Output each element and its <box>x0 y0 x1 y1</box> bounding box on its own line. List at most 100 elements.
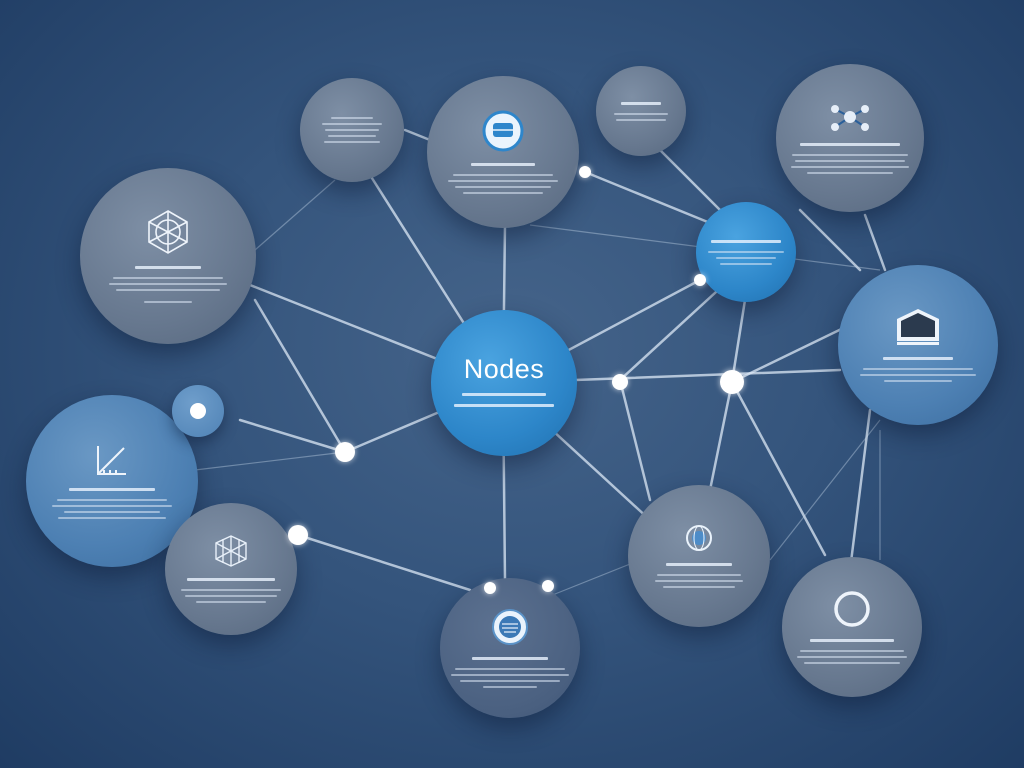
placeholder-heading <box>471 162 535 166</box>
node-bottom-right <box>782 557 922 697</box>
connector-dot <box>694 274 706 286</box>
status-badge <box>172 385 224 437</box>
node-top-small <box>596 66 686 156</box>
node-bottom-left <box>165 503 297 635</box>
placeholder-heading <box>69 487 155 491</box>
placeholder-text <box>328 135 376 137</box>
placeholder-text <box>462 392 546 396</box>
geodesic-sphere-icon <box>148 209 188 254</box>
link <box>583 170 717 227</box>
placeholder-text <box>463 191 543 194</box>
connector-dot <box>335 442 355 462</box>
link <box>708 380 734 492</box>
node-bottom-center <box>440 578 580 718</box>
placeholder-text <box>448 179 558 182</box>
placeholder-heading <box>711 239 781 243</box>
placeholder-text <box>720 262 772 265</box>
placeholder-text <box>185 594 277 597</box>
placeholder-text <box>792 153 908 156</box>
link <box>730 298 747 384</box>
placeholder-text <box>324 141 380 143</box>
placeholder-text <box>181 588 281 591</box>
connector-dot <box>542 580 554 592</box>
link <box>648 138 722 212</box>
node-top-left-small <box>300 78 404 182</box>
connector-dot <box>579 166 591 178</box>
link <box>253 298 347 454</box>
placeholder-text <box>325 129 379 131</box>
center-node-title: Nodes <box>463 353 545 384</box>
faint-link <box>769 419 881 561</box>
placeholder-heading <box>800 142 900 146</box>
cube-grid-icon <box>215 534 247 567</box>
globe-icon <box>686 524 712 551</box>
node-center: Nodes <box>431 310 577 456</box>
node-upper-right-highlight <box>696 202 796 302</box>
link <box>848 408 872 572</box>
placeholder-text <box>655 579 743 582</box>
link <box>296 533 472 592</box>
placeholder-text <box>113 276 223 279</box>
placeholder-heading <box>883 356 953 360</box>
placeholder-text <box>708 250 784 253</box>
placeholder-heading <box>135 265 201 269</box>
circuit-circle-icon <box>492 608 528 645</box>
connector-dot <box>612 374 628 390</box>
placeholder-heading <box>472 656 548 660</box>
node-top-right <box>776 64 924 212</box>
ring-icon <box>834 590 870 627</box>
connector-dot <box>720 370 744 394</box>
placeholder-text <box>483 685 537 688</box>
placeholder-text <box>453 173 553 176</box>
placeholder-text <box>144 300 192 303</box>
link <box>798 208 862 272</box>
server-box-icon <box>482 110 524 151</box>
placeholder-text <box>52 504 172 507</box>
node-right <box>838 265 998 425</box>
placeholder-text <box>797 655 907 658</box>
node-top-center <box>427 76 579 228</box>
badge-dot <box>190 403 206 419</box>
placeholder-text <box>331 117 373 119</box>
ruler-triangle-icon <box>97 445 126 475</box>
placeholder-text <box>791 165 909 168</box>
link <box>863 213 887 272</box>
placeholder-heading <box>621 101 661 105</box>
placeholder-text <box>57 498 167 501</box>
placeholder-text <box>884 379 952 382</box>
faint-link <box>254 179 336 251</box>
node-bottom-mid-right <box>628 485 770 627</box>
placeholder-text <box>657 573 741 576</box>
placeholder-text <box>616 118 666 121</box>
placeholder-text <box>116 288 220 291</box>
placeholder-text <box>58 516 166 519</box>
placeholder-text <box>451 673 569 676</box>
placeholder-text <box>663 585 735 588</box>
node-left <box>80 168 256 344</box>
faint-link <box>194 451 346 471</box>
placeholder-text <box>455 667 565 670</box>
placeholder-text <box>454 403 554 407</box>
placeholder-text <box>863 367 973 370</box>
link <box>403 128 432 142</box>
placeholder-text <box>804 661 900 664</box>
network-hub-icon <box>831 104 869 131</box>
placeholder-text <box>322 123 382 125</box>
placeholder-text <box>716 256 776 259</box>
placeholder-text <box>795 159 905 162</box>
placeholder-heading <box>187 577 275 581</box>
connector-dot <box>484 582 496 594</box>
link <box>618 378 652 502</box>
placeholder-text <box>614 112 668 115</box>
link <box>730 380 827 557</box>
placeholder-text <box>807 171 893 174</box>
placeholder-text <box>455 185 551 188</box>
node-mid-left <box>26 395 198 567</box>
connector-dot <box>288 525 308 545</box>
placeholder-text <box>460 679 560 682</box>
placeholder-text <box>800 649 904 652</box>
placeholder-text <box>860 373 976 376</box>
placeholder-text <box>64 510 160 513</box>
pentagon-screen-icon <box>897 308 939 345</box>
